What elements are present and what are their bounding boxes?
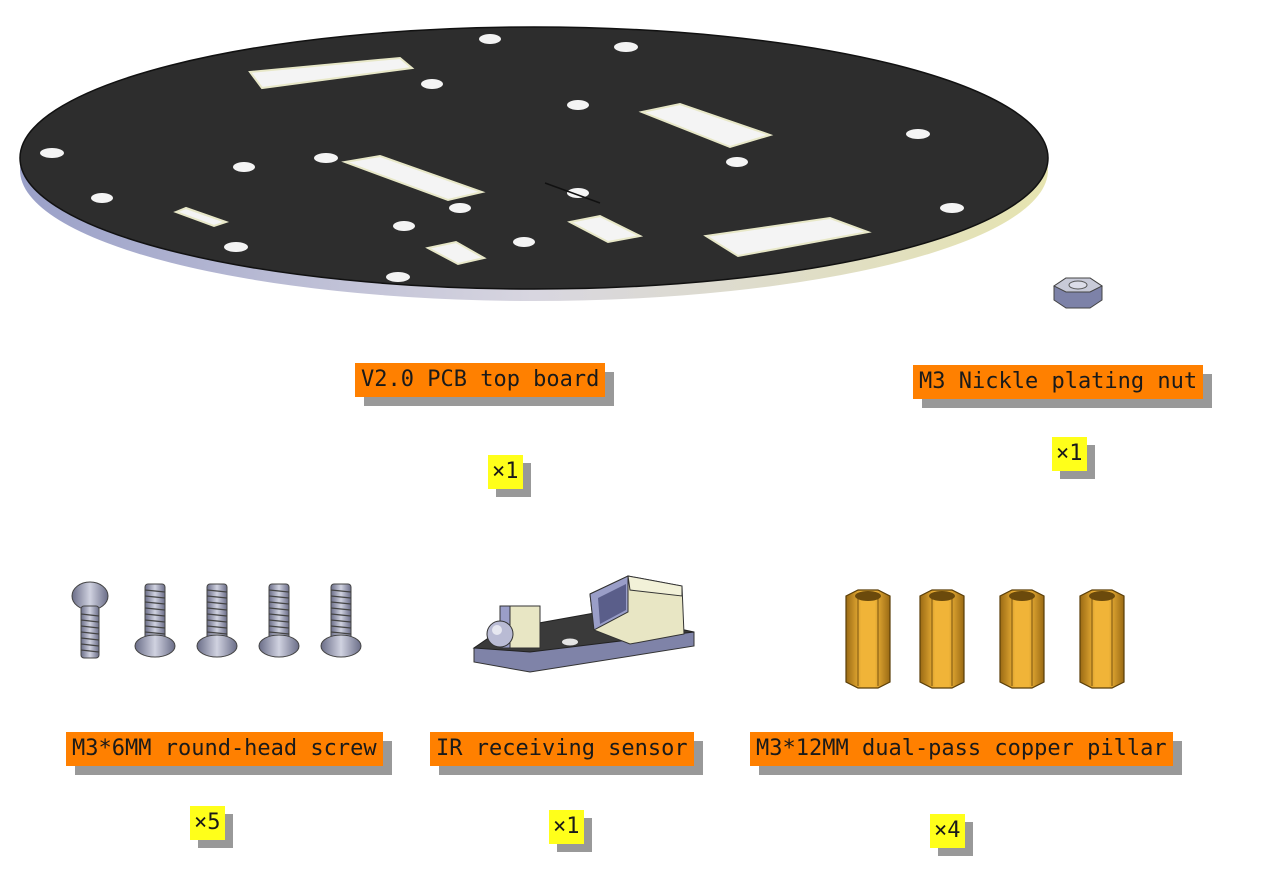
part-qty-nickle-nut: ×1 bbox=[1052, 437, 1087, 471]
part-label-ir-sensor: IR receiving sensor bbox=[430, 732, 694, 766]
part-qty-round-head-screw: ×5 bbox=[190, 806, 225, 840]
pcb-board-icon bbox=[19, 26, 1049, 301]
part-label-copper-pillar: M3*12MM dual-pass copper pillar bbox=[750, 732, 1173, 766]
ir-sensor-icon bbox=[472, 575, 695, 673]
part-label-pcb-top-board: V2.0 PCB top board bbox=[355, 363, 606, 397]
copper-pillar-icon bbox=[845, 589, 1125, 689]
part-label-nickle-nut: M3 Nickle plating nut bbox=[913, 365, 1204, 399]
screw-icon bbox=[71, 581, 362, 659]
part-qty-copper-pillar: ×4 bbox=[930, 814, 965, 848]
part-qty-pcb-top-board: ×1 bbox=[488, 455, 523, 489]
hex-nut-icon bbox=[1053, 277, 1103, 309]
part-qty-ir-sensor: ×1 bbox=[549, 810, 584, 844]
part-label-round-head-screw: M3*6MM round-head screw bbox=[66, 732, 383, 766]
